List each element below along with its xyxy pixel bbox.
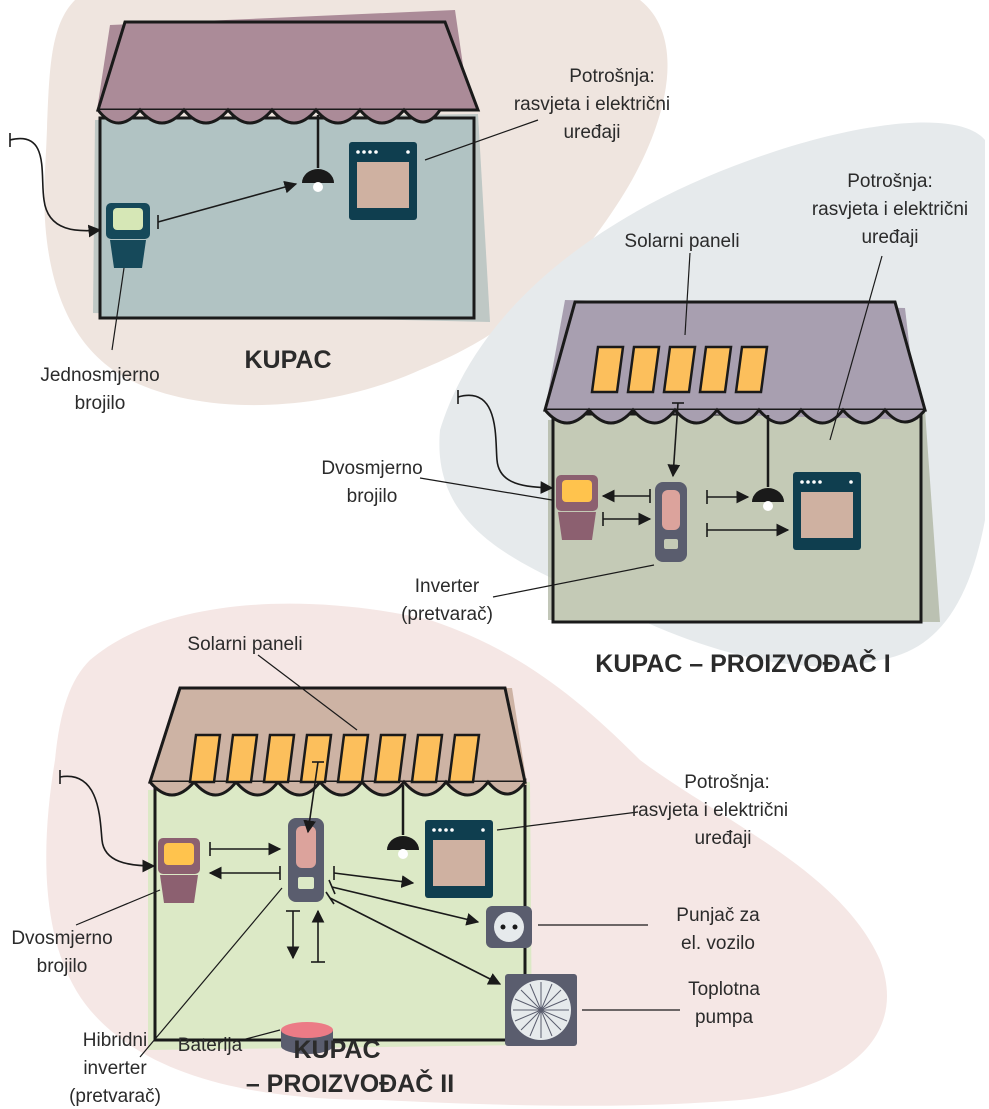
ceiling-lamp — [387, 785, 419, 859]
meter-label-1-line1: Jednosmjerno — [40, 365, 159, 386]
consumption-label-1-line1: Potrošnja: — [569, 66, 655, 87]
ceiling-lamp — [302, 115, 334, 192]
house-wall — [551, 412, 923, 624]
consumption-label-1-line3: uređaji — [563, 122, 620, 143]
inverter-label-3-line3: (pretvarač) — [69, 1086, 161, 1107]
appliance-oven — [425, 820, 493, 898]
meter-label-2-line1: Dvosmjerno — [321, 458, 422, 479]
two-way-meter — [556, 475, 598, 540]
roof — [95, 20, 481, 112]
panels-label-2: Solarni paneli — [624, 231, 739, 252]
consumption-label-2-line2: rasvjeta i električni — [812, 199, 968, 220]
house-wall — [98, 116, 476, 320]
inverter — [655, 482, 687, 562]
meter-label-2-line2: brojilo — [347, 486, 398, 507]
scene2-title: KUPAC – PROIZVOĐAČ I — [595, 648, 890, 678]
consumption-label-1-line2: rasvjeta i električni — [514, 94, 670, 115]
roof-scallop — [96, 107, 442, 125]
consumption-label-2-line3: uređaji — [861, 227, 918, 248]
grid-connection-wire — [457, 394, 554, 494]
hybrid-inverter — [288, 818, 324, 902]
panels-label-3: Solarni paneli — [187, 634, 302, 655]
scene3-title-line2: – PROIZVOĐAČ II — [246, 1068, 454, 1098]
house-prosumer-1 — [419, 252, 940, 624]
consumption-label-3-line1: Potrošnja: — [684, 772, 770, 793]
appliance-oven — [349, 142, 417, 220]
house-prosumer-2 — [59, 654, 680, 1058]
grid-connection-wire — [9, 137, 102, 238]
roof-scallop — [543, 407, 927, 425]
battery — [281, 1022, 333, 1054]
meter-label-1-line2: brojilo — [75, 393, 126, 414]
inverter-label-2-line1: Inverter — [415, 576, 480, 597]
scene3-title-line1: KUPAC — [293, 1036, 380, 1064]
two-way-meter — [158, 838, 200, 903]
heatpump-label-line2: pumpa — [695, 1007, 754, 1028]
battery-label: Baterija — [178, 1035, 243, 1056]
scene1-title: KUPAC — [244, 346, 331, 374]
inverter-to-heatpump-arrow — [329, 897, 502, 985]
heat-pump — [505, 974, 577, 1046]
roof-scallop — [148, 779, 527, 797]
appliance-oven — [793, 472, 861, 550]
consumption-label-2-line1: Potrošnja: — [847, 171, 933, 192]
solar-panels — [188, 733, 481, 784]
consumption-label-3-line3: uređaji — [694, 828, 751, 849]
meter-to-lamp-arrow — [157, 180, 298, 223]
panels-to-inverter-arrow — [303, 761, 319, 834]
heatpump-label-line1: Toplotna — [688, 979, 760, 1000]
inverter-label-3-line1: Hibridni — [83, 1030, 147, 1051]
grid-connection-wire — [59, 775, 156, 873]
panels-to-inverter-arrow — [667, 402, 681, 478]
house-consumer — [9, 10, 539, 351]
one-way-meter — [106, 203, 150, 268]
house-wall — [153, 778, 527, 1042]
meter-label-3-line1: Dvosmjerno — [11, 928, 112, 949]
inverter-label-2-line2: (pretvarač) — [401, 604, 493, 625]
ev-charger-socket — [486, 906, 532, 948]
ev-charger-label-line2: el. vozilo — [681, 933, 755, 954]
inverter-to-ev-charger-arrow — [331, 886, 480, 926]
ev-charger-label-line1: Punjač za — [676, 905, 760, 926]
consumption-label-3-line2: rasvjeta i električni — [632, 800, 788, 821]
inverter-label-3-line2: inverter — [83, 1058, 147, 1079]
solar-panels — [590, 345, 769, 394]
inverter-to-appliance-arrow — [333, 872, 415, 888]
ceiling-lamp — [752, 415, 784, 511]
meter-label-3-line2: brojilo — [37, 956, 88, 977]
